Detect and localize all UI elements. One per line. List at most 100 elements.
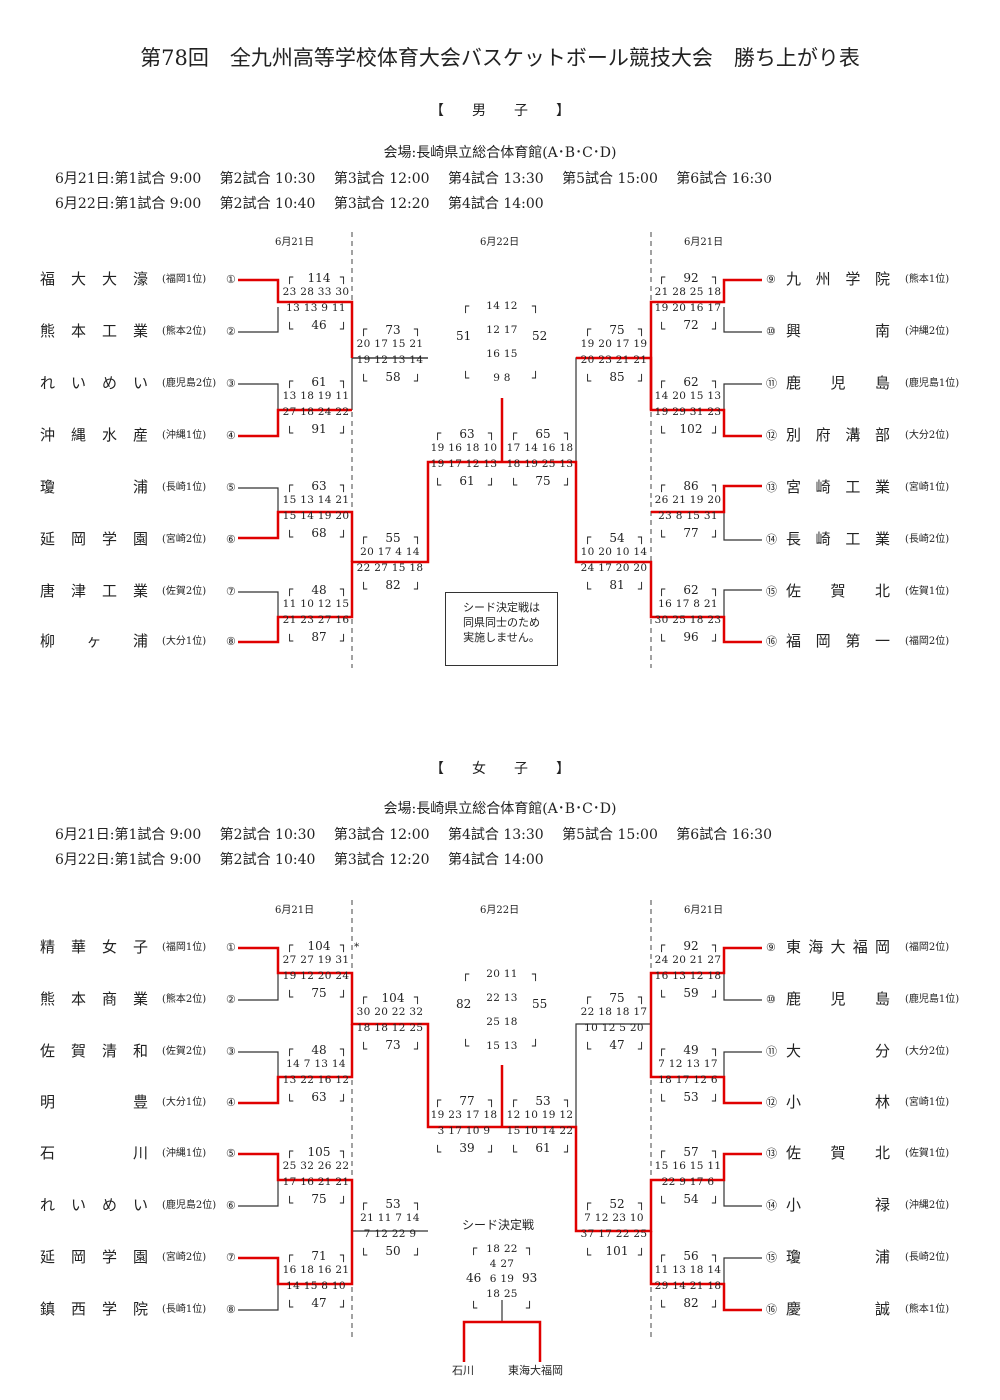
bracket-corner: └ [434, 1145, 442, 1159]
men-date-right: 6月21日 [684, 237, 724, 248]
semi-right-game-top-quarters: 12 10 19 12 [506, 1109, 574, 1121]
seed-number-left: ⑦ [226, 585, 236, 598]
seed-note-line: 実施しません。 [463, 631, 540, 644]
seed-number-left: ② [226, 993, 236, 1006]
bracket-corner: ┐ [488, 1093, 496, 1107]
final-quarter-score: 14 12 [486, 300, 518, 312]
r1-left-game-top-total: 61 [311, 375, 327, 389]
r1-right-game-bottom-total: 102 [679, 422, 703, 436]
r1-right-game-bottom-total: 53 [683, 1090, 699, 1104]
team-rank-right: (鹿児島1位) [905, 378, 960, 389]
bracket-corner: ┐ [712, 478, 720, 492]
team-name-left: 佐賀清和 [40, 1042, 148, 1060]
team-name-left: 精華女子 [40, 938, 148, 956]
team-name-left: 延岡学園 [40, 1248, 148, 1266]
team-name-right: 小 禄 [786, 1196, 890, 1214]
r2-right-game-top-quarters: 7 12 23 10 [584, 1212, 644, 1224]
final-left-total: 82 [456, 997, 472, 1011]
men-date-center: 6月22日 [480, 237, 520, 248]
r1-left-game-top-total: 63 [311, 479, 327, 493]
r1-right-game-top-total: 49 [683, 1043, 699, 1057]
team-name-right: 佐賀北 [786, 1144, 890, 1162]
bracket-corner: ┌ [286, 582, 294, 596]
team-rank-right: (熊本1位) [905, 1304, 950, 1315]
r1-left-game-bottom-quarters: 14 15 8 10 [286, 1280, 346, 1292]
r1-right-game-bottom-total: 72 [683, 318, 699, 332]
r1-left-game-bottom-total: 87 [311, 630, 327, 644]
r2-right-game-top-total: 75 [609, 323, 625, 337]
bracket-corner: ┘ [712, 1196, 720, 1210]
bracket-corner: ┘ [340, 1300, 348, 1314]
bracket-corner: ┘ [712, 1300, 720, 1314]
r2-left-game-bottom-quarters: 19 12 13 14 [356, 354, 424, 366]
men-venue: 会場:長崎県立総合体育館(A･B･C･D) [383, 145, 617, 161]
team-rank-right: (大分2位) [905, 1046, 950, 1057]
bracket-corner: ┌ [658, 374, 666, 388]
team-name-left: 唐津工業 [40, 582, 148, 600]
team-name-right: 興 南 [786, 322, 890, 340]
bracket-corner: ┌ [658, 938, 666, 952]
bracket-corner: ┐ [712, 582, 720, 596]
bracket-corner: └ [360, 374, 368, 388]
bracket-corner: ┌ [584, 530, 592, 544]
r1-right-game-bottom-quarters: 29 14 21 18 [654, 1280, 722, 1292]
bracket-corner: ┌ [658, 1248, 666, 1262]
seed-number-left: ④ [226, 1096, 236, 1109]
r2-right-game-top-quarters: 22 18 18 17 [580, 1006, 648, 1018]
seed-number-left: ⑧ [226, 635, 236, 648]
r2-left-game-top-quarters: 30 20 22 32 [356, 1006, 424, 1018]
final-quarter-score: 12 17 [486, 324, 518, 336]
semi-right-game-bottom-total: 75 [535, 474, 551, 488]
seed-number-right: ⑩ [766, 993, 776, 1006]
women-date-center: 6月22日 [480, 905, 520, 916]
team-rank-right: (大分2位) [905, 430, 950, 441]
team-rank-left: (福岡1位) [162, 274, 207, 285]
team-name-left: 柳 ヶ 浦 [40, 632, 148, 650]
r1-right-game-top-quarters: 11 13 18 14 [654, 1264, 722, 1276]
bracket-corner: ┌ [658, 478, 666, 492]
bracket-corner: ┐ [712, 270, 720, 284]
team-name-left: 沖縄水産 [40, 426, 148, 444]
team-name-left: 熊本商業 [40, 990, 148, 1008]
bracket-corner: ┌ [462, 299, 470, 313]
bracket-corner: └ [286, 1196, 294, 1210]
seed-number-right: ⑯ [766, 1303, 777, 1316]
team-name-left: れいめい [40, 374, 148, 392]
team-rank-left: (熊本2位) [162, 994, 207, 1005]
bracket-corner: ┌ [286, 1144, 294, 1158]
team-rank-left: (福岡1位) [162, 942, 207, 953]
semi-right-game-bottom-quarters: 15 10 14 22 [506, 1125, 574, 1137]
team-name-right: 福岡第一 [786, 632, 890, 650]
bracket-corner: ┐ [340, 1248, 348, 1262]
r2-left-game-top-quarters: 20 17 15 21 [356, 338, 424, 350]
team-rank-left: (大分1位) [162, 636, 207, 647]
women-venue: 会場:長崎県立総合体育館(A･B･C･D) [383, 801, 617, 817]
bracket-corner: └ [658, 990, 666, 1004]
r2-right-game-top-quarters: 10 20 10 14 [580, 546, 648, 558]
bracket-corner: ┐ [712, 1144, 720, 1158]
team-rank-right: (福岡2位) [905, 636, 950, 647]
women-heading: 【 女 子 】 [430, 761, 570, 777]
r1-right-game-top-total: 92 [683, 939, 699, 953]
team-rank-left: (佐賀2位) [162, 586, 207, 597]
bracket-corner: ┘ [488, 1145, 496, 1159]
seed-number-right: ⑪ [766, 377, 777, 390]
seed-number-right: ⑪ [766, 1045, 777, 1058]
r2-right-game-bottom-quarters: 20 23 21 21 [580, 354, 648, 366]
bracket-corner: └ [584, 1042, 592, 1056]
semi-left-game-bottom-total: 61 [459, 474, 475, 488]
semi-left-game-top-quarters: 19 16 18 10 [430, 442, 498, 454]
bracket-corner: ┌ [360, 1196, 368, 1210]
r1-right-game-bottom-total: 77 [683, 526, 699, 540]
bracket-corner: ┘ [340, 990, 348, 1004]
bracket-corner: └ [658, 1196, 666, 1210]
bracket-corner: ┌ [584, 1196, 592, 1210]
women-date-left: 6月21日 [275, 905, 315, 916]
r2-left-game-bottom-total: 50 [385, 1244, 401, 1258]
bracket-corner: ┌ [360, 990, 368, 1004]
r1-left-game-top-total: 105 [307, 1145, 331, 1159]
bracket-corner: ┐ [414, 990, 422, 1004]
bracket-corner: └ [658, 634, 666, 648]
team-name-left: れいめい [40, 1196, 148, 1214]
